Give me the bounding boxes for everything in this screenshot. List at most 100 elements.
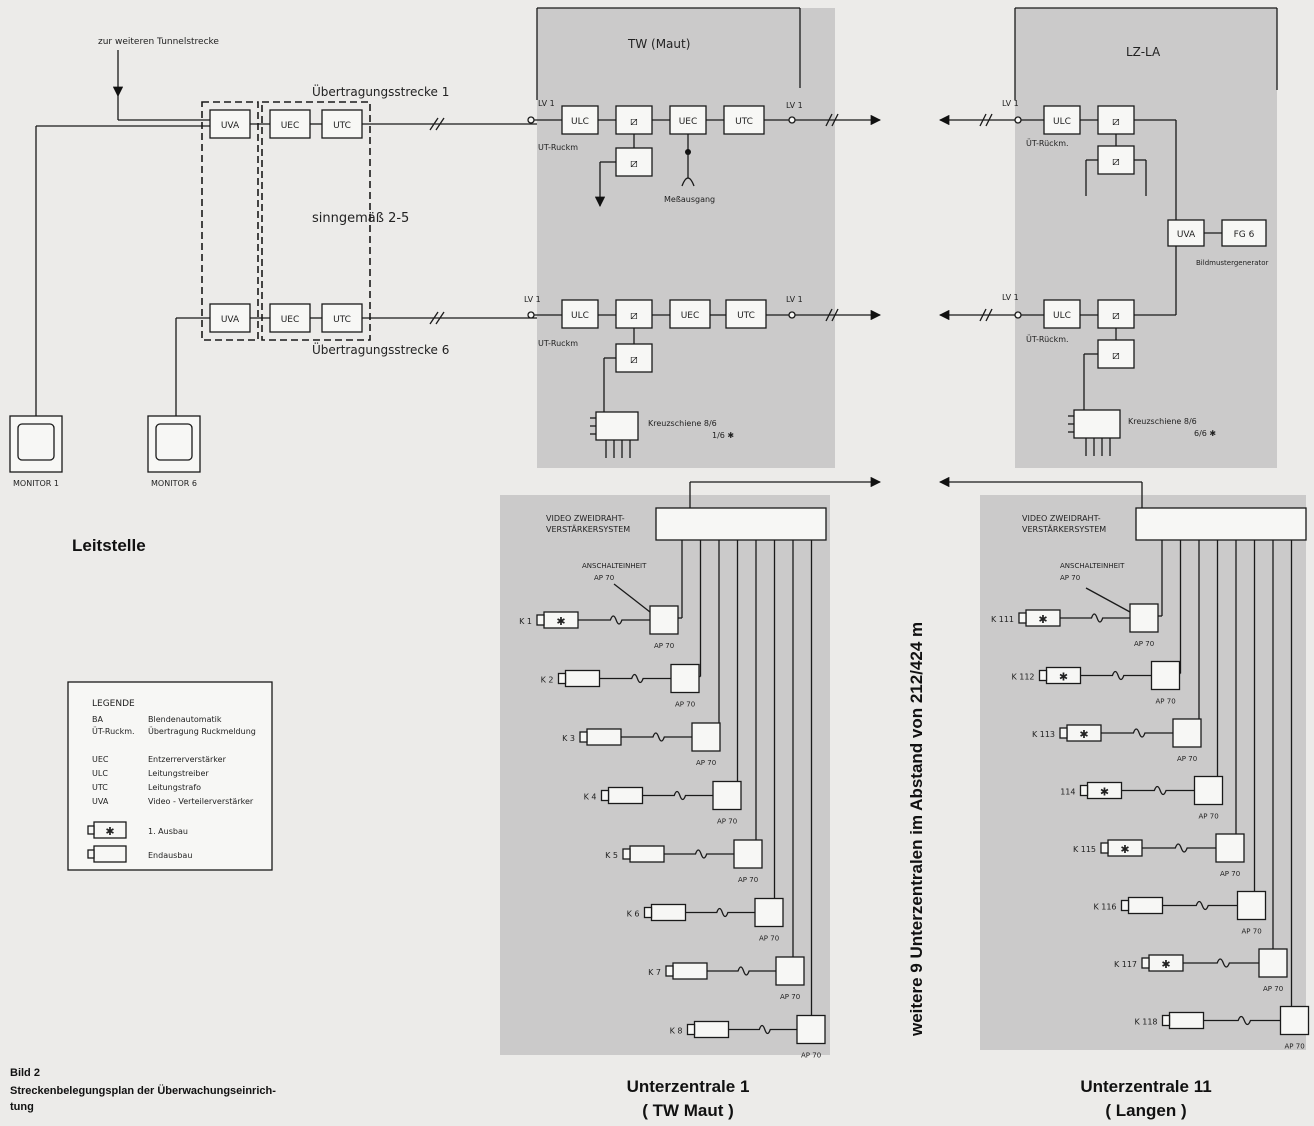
- la-uva: UVA: [1177, 230, 1196, 240]
- monitor1-label: MONITOR 1: [13, 479, 59, 488]
- ap-box: [1238, 892, 1266, 920]
- camera-label: 114: [1060, 788, 1075, 797]
- legend-abbr-0: BA: [92, 715, 103, 724]
- figure-label: Bild 2: [10, 1067, 40, 1079]
- la-fg: FG 6: [1234, 230, 1255, 240]
- ap-label: AP 70: [801, 1052, 821, 1060]
- route6-label: Übertragungsstrecke 6: [312, 341, 449, 357]
- caption-line: Streckenbelegungsplan der Überwachungsei…: [10, 1084, 276, 1097]
- tw-ulc-b: ULC: [571, 311, 589, 321]
- legend-abbr-2: UEC: [92, 755, 109, 764]
- camera-body: [673, 963, 707, 979]
- ap-box: [734, 840, 762, 868]
- camera-body: [587, 729, 621, 745]
- legend-abbr-3: ULC: [92, 769, 108, 778]
- camera-lens: [537, 615, 544, 625]
- legend-cam-final: Endausbau: [148, 851, 192, 860]
- legend-camera-final: [88, 846, 126, 862]
- sub11-unit-1: ANSCHALTEINHEIT: [1060, 562, 1125, 570]
- tw-utruckm-b: UT-Ruckm: [538, 339, 578, 348]
- legend-text-1: Übertragung Ruckmeldung: [148, 726, 256, 736]
- ap-box: [1216, 834, 1244, 862]
- ap-label: AP 70: [759, 935, 779, 943]
- camera-lens: [688, 1025, 695, 1035]
- tw-utc-a: UTC: [735, 117, 753, 127]
- first-stage-star: ✱: [556, 615, 565, 628]
- camera-label: K 116: [1093, 903, 1116, 912]
- camera-label: K 117: [1114, 960, 1137, 969]
- legend-text-5: Video - Verteilerverstärker: [148, 797, 254, 806]
- camera-lens: [1019, 613, 1026, 623]
- route1-group: UVA UEC UTC: [210, 110, 537, 138]
- legend-text-4: Leitungstrafo: [148, 783, 201, 792]
- first-stage-star: ✱: [1079, 728, 1088, 741]
- camera-lens: [1122, 901, 1129, 911]
- first-stage-star: ✱: [1059, 671, 1068, 684]
- ap-label: AP 70: [717, 818, 737, 826]
- ap-box: [671, 665, 699, 693]
- first-stage-star: ✱: [1038, 613, 1047, 626]
- ap-label: AP 70: [654, 642, 674, 650]
- legend-abbr-5: UVA: [92, 797, 109, 806]
- la-generator: Bildmustergenerator: [1196, 259, 1269, 267]
- analog-label: sinngemäß 2-5: [312, 211, 409, 226]
- camera-label: K 6: [627, 910, 640, 919]
- ap-label: AP 70: [738, 876, 758, 884]
- la-crossbar: Kreuzschiene 8/6: [1128, 417, 1197, 426]
- camera-lens: [666, 966, 673, 976]
- camera-body: [1129, 898, 1163, 914]
- camera-label: K 7: [648, 968, 661, 977]
- camera-label: K 115: [1073, 845, 1096, 854]
- legend-title: LEGENDE: [92, 699, 135, 709]
- utc-route1: UTC: [333, 121, 351, 131]
- svg-text:⧄: ⧄: [1112, 308, 1120, 322]
- utc-route6: UTC: [333, 315, 351, 325]
- camera-lens: [1040, 671, 1047, 681]
- ap-label: AP 70: [1285, 1043, 1305, 1051]
- first-stage-star: ✱: [1161, 958, 1170, 971]
- ap-box: [755, 899, 783, 927]
- sub1-amp-system: [656, 508, 826, 540]
- ap-box: [650, 606, 678, 634]
- ap-box: [692, 723, 720, 751]
- ap-box: [1195, 777, 1223, 805]
- sub11-title-2: ( Langen ): [1105, 1101, 1186, 1120]
- ap-label: AP 70: [780, 993, 800, 1001]
- ap-box: [1130, 604, 1158, 632]
- svg-text:✱: ✱: [105, 825, 114, 838]
- monitor-1: MONITOR 1: [10, 416, 62, 488]
- svg-text:⧄: ⧄: [1112, 154, 1120, 168]
- svg-text:⧄: ⧄: [630, 352, 638, 366]
- ap-label: AP 70: [675, 701, 695, 709]
- ap-label: AP 70: [1220, 870, 1240, 878]
- camera-label: K 118: [1134, 1018, 1157, 1027]
- sub1-unit-1: ANSCHALTEINHEIT: [582, 562, 647, 570]
- sub11-amp-system: [1136, 508, 1306, 540]
- ap-label: AP 70: [696, 759, 716, 767]
- legend-text-3: Leitungstreiber: [148, 769, 209, 778]
- ap-box: [1152, 662, 1180, 690]
- svg-text:⧄: ⧄: [630, 308, 638, 322]
- sub1-system-2: VERSTÄRKERSYSTEM: [546, 524, 630, 534]
- svg-text:⧄: ⧄: [630, 114, 638, 128]
- la-title: LZ-LA: [1126, 45, 1161, 59]
- camera-lens: [580, 732, 587, 742]
- camera-body: [652, 905, 686, 921]
- top-note: zur weiteren Tunnelstrecke: [98, 37, 219, 47]
- ap-label: AP 70: [1199, 813, 1219, 821]
- uva-route6: UVA: [221, 315, 240, 325]
- figure-caption: Streckenbelegungsplan der Überwachungsei…: [10, 1084, 276, 1113]
- camera-label: K 113: [1032, 730, 1055, 739]
- camera-lens: [1142, 958, 1149, 968]
- camera-lens: [559, 674, 566, 684]
- svg-text:⧄: ⧄: [630, 156, 638, 170]
- ap-label: AP 70: [1263, 985, 1283, 993]
- camera-label: K 2: [541, 676, 554, 685]
- camera-lens: [1081, 786, 1088, 796]
- legend-text-2: Entzerrerverstärker: [148, 755, 227, 764]
- legend-cam-first: 1. Ausbau: [148, 827, 188, 836]
- uva-route1: UVA: [221, 121, 240, 131]
- camera-lens: [1060, 728, 1067, 738]
- ap-label: AP 70: [1156, 698, 1176, 706]
